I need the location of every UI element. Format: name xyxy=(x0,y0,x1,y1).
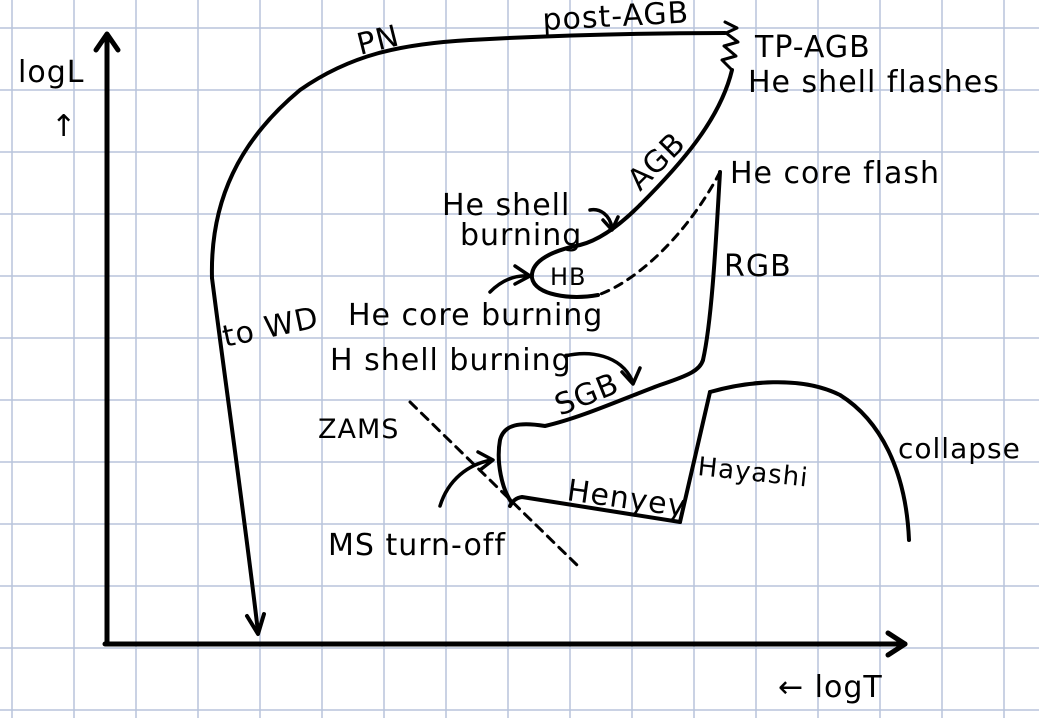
label-he-core-flash: He core flash xyxy=(730,156,940,191)
axes xyxy=(93,31,908,658)
ms-turnoff-arrow xyxy=(438,458,494,508)
label-h-shell-burning: H shell burning xyxy=(330,343,572,378)
label-rgb: RGB xyxy=(724,249,792,284)
he-core-burning-arrow xyxy=(488,274,530,294)
h-shell-burning-arrow xyxy=(563,352,634,382)
x-axis-arrowhead xyxy=(885,630,908,658)
labels: logL ↑ ← logT PN post-AGB TP-AGB He shel… xyxy=(18,0,1021,705)
label-pn: PN xyxy=(353,19,403,63)
collapse-curve xyxy=(708,380,911,542)
label-he-shell-flashes: He shell flashes xyxy=(748,65,1000,100)
evolutionary-track xyxy=(209,20,911,636)
agb-track xyxy=(638,68,734,207)
x-axis-label: ← logT xyxy=(778,670,883,705)
label-hb: HB xyxy=(550,263,587,291)
y-axis-up-arrow: ↑ xyxy=(51,109,77,144)
main-sequence-and-sgb xyxy=(496,358,705,505)
he-shell-burning-arrowhead xyxy=(601,215,620,232)
label-zams: ZAMS xyxy=(318,414,399,445)
label-burning: burning xyxy=(460,218,582,253)
hb-loop xyxy=(529,203,642,299)
y-axis-label: logL xyxy=(18,55,84,90)
post-agb-and-pn-track xyxy=(209,31,727,280)
rgb-track xyxy=(701,170,722,362)
to-wd-arrowhead xyxy=(245,612,266,636)
label-henyey: Henyey xyxy=(565,473,689,524)
y-axis-arrowhead xyxy=(93,31,121,53)
h-shell-burning-arrowhead xyxy=(620,366,642,386)
he-core-burning-arrowhead xyxy=(513,264,532,286)
hayashi-track xyxy=(678,390,712,524)
label-he-core-burning: He core burning xyxy=(348,298,603,333)
label-hayashi: Hayashi xyxy=(696,452,810,493)
label-tp-agb: TP-AGB xyxy=(754,30,871,65)
label-ms-turnoff: MS turn-off xyxy=(328,528,506,563)
to-wd-track xyxy=(210,276,260,634)
label-to-wd: to WD xyxy=(219,300,322,354)
ms-turnoff-arrowhead xyxy=(476,450,495,472)
he-shell-burning-arrow xyxy=(588,207,614,230)
thermal-pulses xyxy=(720,20,740,72)
label-he-shell: He shell xyxy=(442,188,570,223)
he-core-flash-drop xyxy=(596,170,722,297)
annotation-arrows xyxy=(438,207,642,508)
henyey-track xyxy=(508,495,682,524)
zams-line xyxy=(408,400,580,568)
label-collapse: collapse xyxy=(898,432,1021,465)
